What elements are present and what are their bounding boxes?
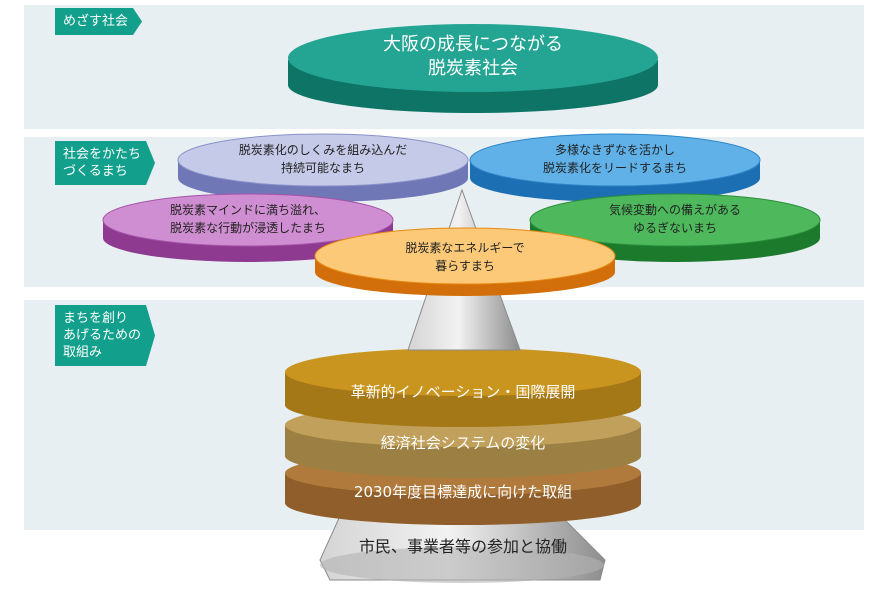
disc-bonds-line2: 脱炭素化をリードするまち xyxy=(543,160,687,175)
disc-energy-line2: 暮らすまち xyxy=(435,259,495,273)
disc-sustainable-line2: 持続可能なまち xyxy=(281,160,365,175)
layer-system-label: 経済社会システムの変化 xyxy=(381,434,546,452)
goal-section-tag: めざす社会 xyxy=(55,8,142,35)
disc-sustainable-line1: 脱炭素化のしくみを組み込んだ xyxy=(239,142,407,157)
disc-bonds xyxy=(469,133,761,202)
disc-energy-line1: 脱炭素なエネルギーで xyxy=(405,240,524,255)
society-section-label-2: づくるまち xyxy=(63,164,128,179)
goal-disc-line1: 大阪の成長につながる xyxy=(383,34,563,55)
layer-target2030-label: 2030年度目標達成に向けた取組 xyxy=(354,483,572,501)
disc-behavior-line1: 脱炭素マインドに満ち溢れ、 xyxy=(170,202,326,217)
action-section-label-1: まちを創り xyxy=(63,311,129,326)
society-section-tag: 社会をかたち づくるまち xyxy=(55,141,155,185)
society-section-label-1: 社会をかたち xyxy=(63,147,142,162)
disc-behavior-line2: 脱炭素な行動が浸透したまち xyxy=(170,220,326,235)
action-section-label-3: 取組み xyxy=(63,345,103,360)
disc-resilient-line2: ゆるぎないまち xyxy=(633,221,717,235)
action-section-tag: まちを創り あげるための 取組み xyxy=(55,305,155,366)
action-section-label-2: あげるための xyxy=(63,328,142,343)
disc-resilient-line1: 気候変動への備えがある xyxy=(609,202,741,217)
layer-innovation-label: 革新的イノベーション・国際展開 xyxy=(351,383,576,401)
layer-innovation xyxy=(285,348,641,427)
goal-section-label: めざす社会 xyxy=(63,14,129,29)
goal-disc-line2: 脱炭素社会 xyxy=(428,58,518,79)
disc-behavior xyxy=(102,193,394,262)
base-cone-bottom xyxy=(320,547,604,583)
disc-bonds-line1: 多様なきずなを活かし xyxy=(555,143,675,157)
disc-sustainable xyxy=(177,133,469,202)
base-cone-label: 市民、事業者等の参加と協働 xyxy=(359,537,567,556)
goal-disc xyxy=(288,24,658,113)
disc-energy xyxy=(314,227,616,296)
